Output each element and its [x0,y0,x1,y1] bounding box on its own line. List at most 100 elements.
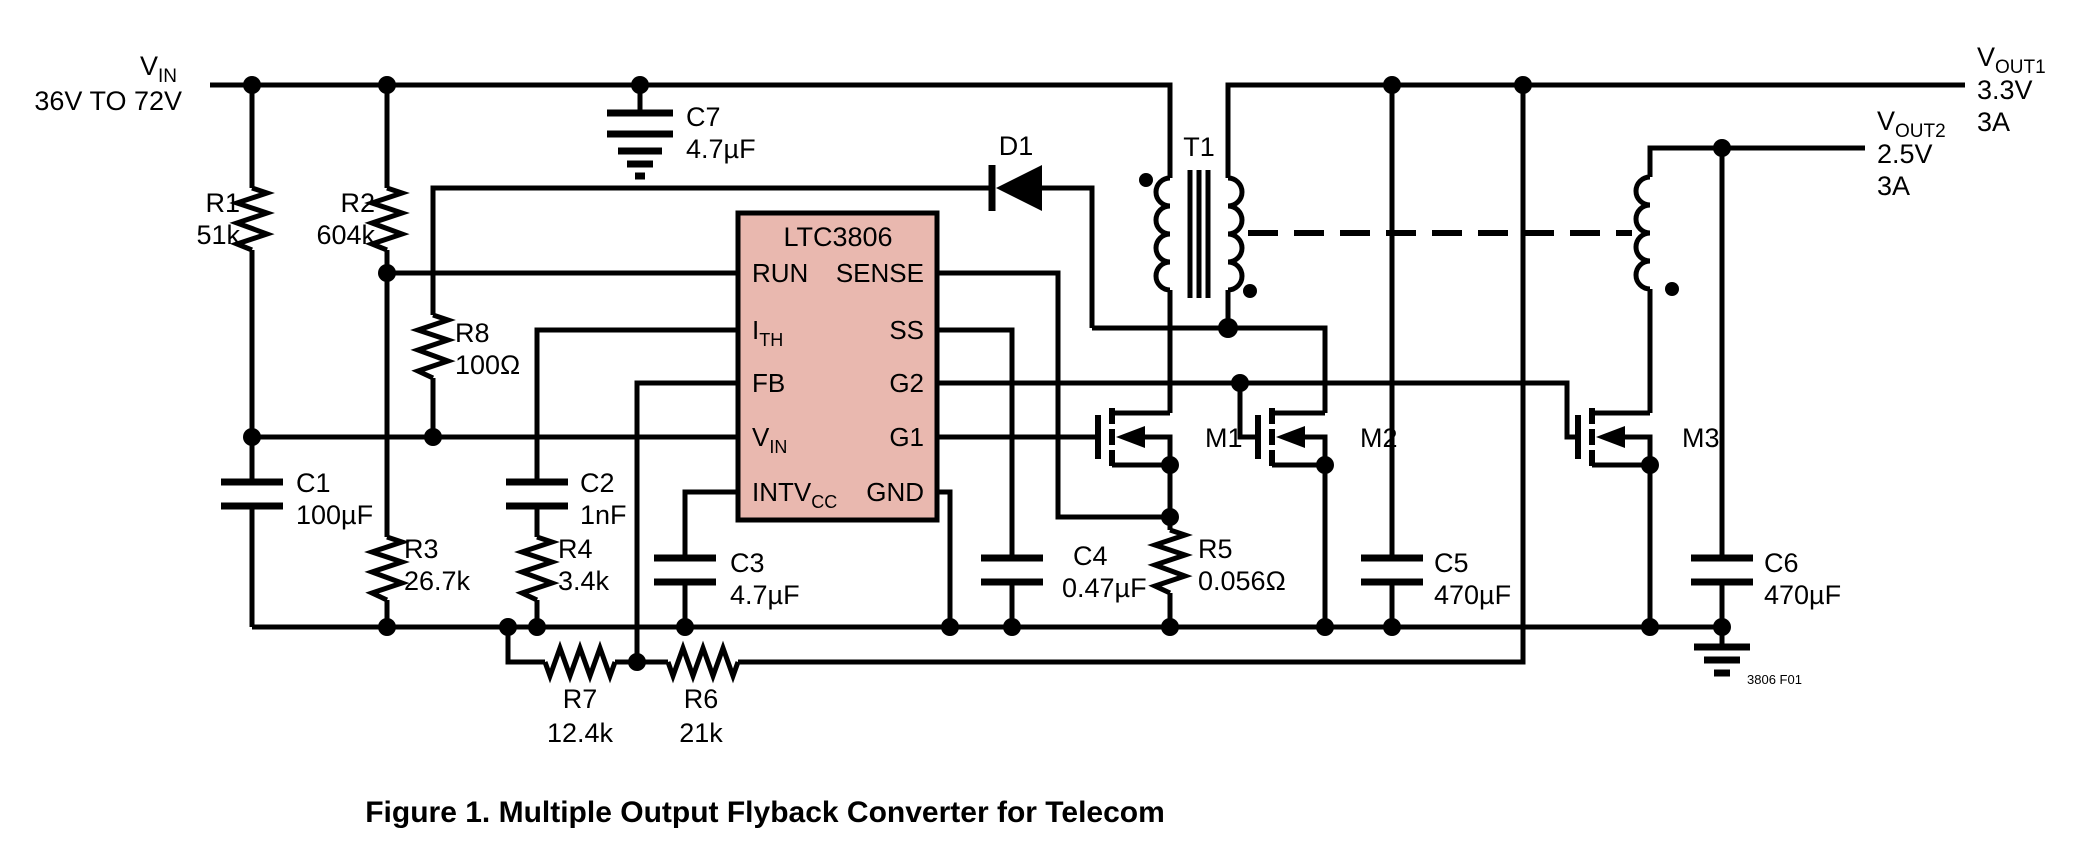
ic-body [735,210,940,523]
value: 12.4k [547,718,614,748]
ground-icon [1694,643,1750,677]
ref: C6 [1764,548,1799,578]
drain-source-leads [1592,410,1653,468]
ref: M3 [1682,423,1720,453]
capacitor-plates-icon [221,478,283,510]
value: 4.7µF [686,134,756,164]
resistor-zigzag-icon [542,640,618,684]
junction-dot [243,76,261,94]
pin-vin-sub: IN [769,437,787,457]
value: 470µF [1764,580,1841,610]
resistor-r5: R5 0.056Ω [1147,527,1286,596]
mosfet-m1: M1 [1095,408,1243,468]
junction-dot [628,653,646,671]
junction-dot [1514,76,1532,94]
capacitor-plates-icon [1361,554,1423,586]
ic-name: LTC3806 [783,222,892,252]
capacitor-c4: C4 0.47µF [981,541,1147,603]
pin-g1: G1 [889,422,924,452]
junction-dot [1641,618,1659,636]
resistor-zigzag-icon [1147,527,1193,596]
capacitor-c6: C6 470µF [1691,548,1841,610]
wire-vout1-rail [1225,82,1965,178]
secondary-winding-icon [1227,175,1245,293]
resistor-r8: R8 100Ω [410,312,520,381]
junction-dot [1231,374,1249,392]
ref: M1 [1205,423,1243,453]
resistor-zigzag-icon [229,185,275,253]
pin-intvcc: INTVCC [752,477,837,512]
resistor-zigzag-icon [364,534,410,603]
junction-dot [378,618,396,636]
secondary-phase-dot [1243,284,1257,298]
capacitor-plates-icon [607,109,673,138]
value: 470µF [1434,580,1511,610]
pin-ith-main: I [752,315,759,345]
junction-dot [1713,139,1731,157]
core-icon [1187,170,1211,298]
value: 0.056Ω [1198,566,1286,596]
value: 1nF [580,500,627,530]
capacitor-plates-icon [506,478,568,510]
ref: R4 [558,534,593,564]
ic-ltc3806: LTC3806 RUN ITH FB VIN INTVCC SENSE SS G… [735,210,940,523]
junction-dot [941,618,959,636]
junction-dot [528,618,546,636]
value: 21k [679,718,723,748]
junction-dots [243,76,1731,671]
ref: C3 [730,548,765,578]
vout1-current: 3A [1977,107,2010,137]
diode-d1: D1 [988,131,1042,211]
value: 100µF [296,500,373,530]
junction-dot [1713,618,1731,636]
ref: R2 [340,188,375,218]
vout1-sub: OUT1 [1995,57,2046,78]
value: 604k [316,220,375,250]
ref: D1 [999,131,1034,161]
resistor-r2: R2 604k [316,185,410,253]
resistor-zigzag-icon [364,185,410,253]
value: 51k [196,220,240,250]
pin-gnd: GND [866,477,924,507]
ref: C2 [580,468,615,498]
ref: M2 [1360,423,1398,453]
ground-symbol [1694,643,1750,677]
wire-secondary-bottom [1092,290,1328,413]
capacitor-plates-icon [1691,554,1753,586]
wire-d1-r8 [430,185,1095,437]
capacitor-c3: C3 4.7µF [654,548,800,610]
ref: T1 [1183,132,1215,162]
wire-fb [634,380,738,662]
value: 0.47µF [1062,573,1147,603]
mosfet-m3: M3 [1575,408,1720,468]
pin-run: RUN [752,258,808,288]
node-labels: VIN 36V TO 72V VOUT1 3.3V 3A VOUT2 2.5V … [34,42,2045,201]
wire-g2 [937,380,1578,440]
vout2-voltage: 2.5V [1877,139,1933,169]
pin-ss: SS [889,315,924,345]
junction-dot [1161,456,1179,474]
value: 3.4k [558,566,610,596]
junction-dot [1641,456,1659,474]
resistor-zigzag-icon [410,312,456,381]
drain-source-leads [1112,410,1173,468]
junction-dot [676,618,694,636]
value: 100Ω [455,350,520,380]
junction-dot [1316,618,1334,636]
capacitor-c2: C2 1nF [506,468,627,530]
vin-sub: IN [158,66,177,87]
value: 26.7k [404,566,471,596]
pin-fb: FB [752,368,785,398]
resistor-r4: R4 3.4k [514,534,610,603]
junction-dot [1383,76,1401,94]
vout1-label: VOUT1 [1977,42,2046,78]
resistor-r1: R1 51k [196,185,275,253]
pin-sense: SENSE [836,258,924,288]
capacitor-c1: C1 100µF [221,468,373,530]
pin-vin-main: V [752,422,770,452]
wire-sense [937,270,1170,520]
ref: R7 [563,684,598,714]
resistor-r7: R7 12.4k [542,640,618,748]
primary-phase-dot [1139,173,1153,187]
